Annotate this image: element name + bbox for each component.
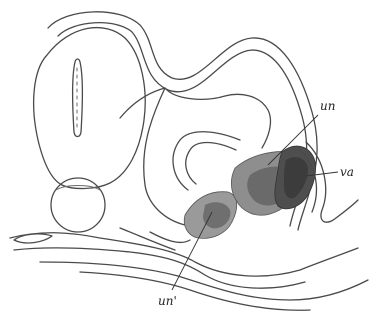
dark-oval-va xyxy=(275,146,316,209)
round-ball xyxy=(51,178,105,232)
hook-fold xyxy=(173,132,240,190)
label-va: va xyxy=(340,165,354,179)
label-un: un xyxy=(320,99,335,113)
label-un-prime: un' xyxy=(158,294,177,308)
lower-bands xyxy=(10,228,368,310)
